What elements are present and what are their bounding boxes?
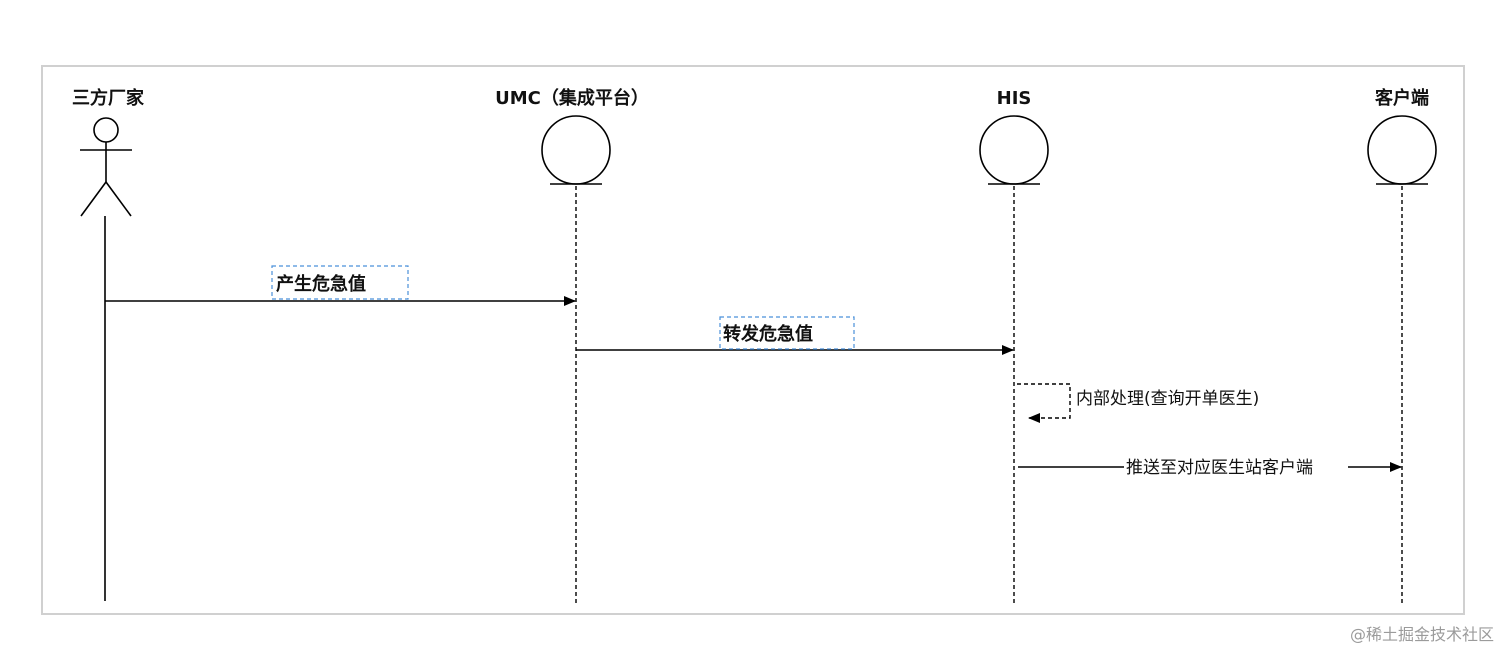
entity-icon-client	[1367, 115, 1437, 185]
diagram-frame	[41, 65, 1465, 615]
message-label-3: 内部处理(查询开单医生)	[1076, 389, 1259, 409]
message-label-1: 产生危急值	[276, 273, 366, 295]
watermark: @稀土掘金技术社区	[1349, 625, 1494, 644]
entity-icon-umc	[541, 115, 611, 185]
message-label-4: 推送至对应医生站客户端	[1126, 458, 1313, 478]
message-label-2: 转发危急值	[723, 323, 813, 345]
message-label-box-2	[719, 316, 855, 350]
participant-label-vendor: 三方厂家	[72, 87, 145, 109]
participant-label-umc: UMC（集成平台）	[495, 87, 649, 109]
entity-icon-his	[979, 115, 1049, 185]
participant-label-client: 客户端	[1375, 87, 1429, 109]
actor-icon	[80, 117, 132, 217]
participant-label-his: HIS	[997, 88, 1032, 109]
message-arrow-3	[1017, 383, 1071, 423]
message-label-box-1	[271, 265, 409, 300]
message-label-bg-4	[1124, 455, 1348, 479]
